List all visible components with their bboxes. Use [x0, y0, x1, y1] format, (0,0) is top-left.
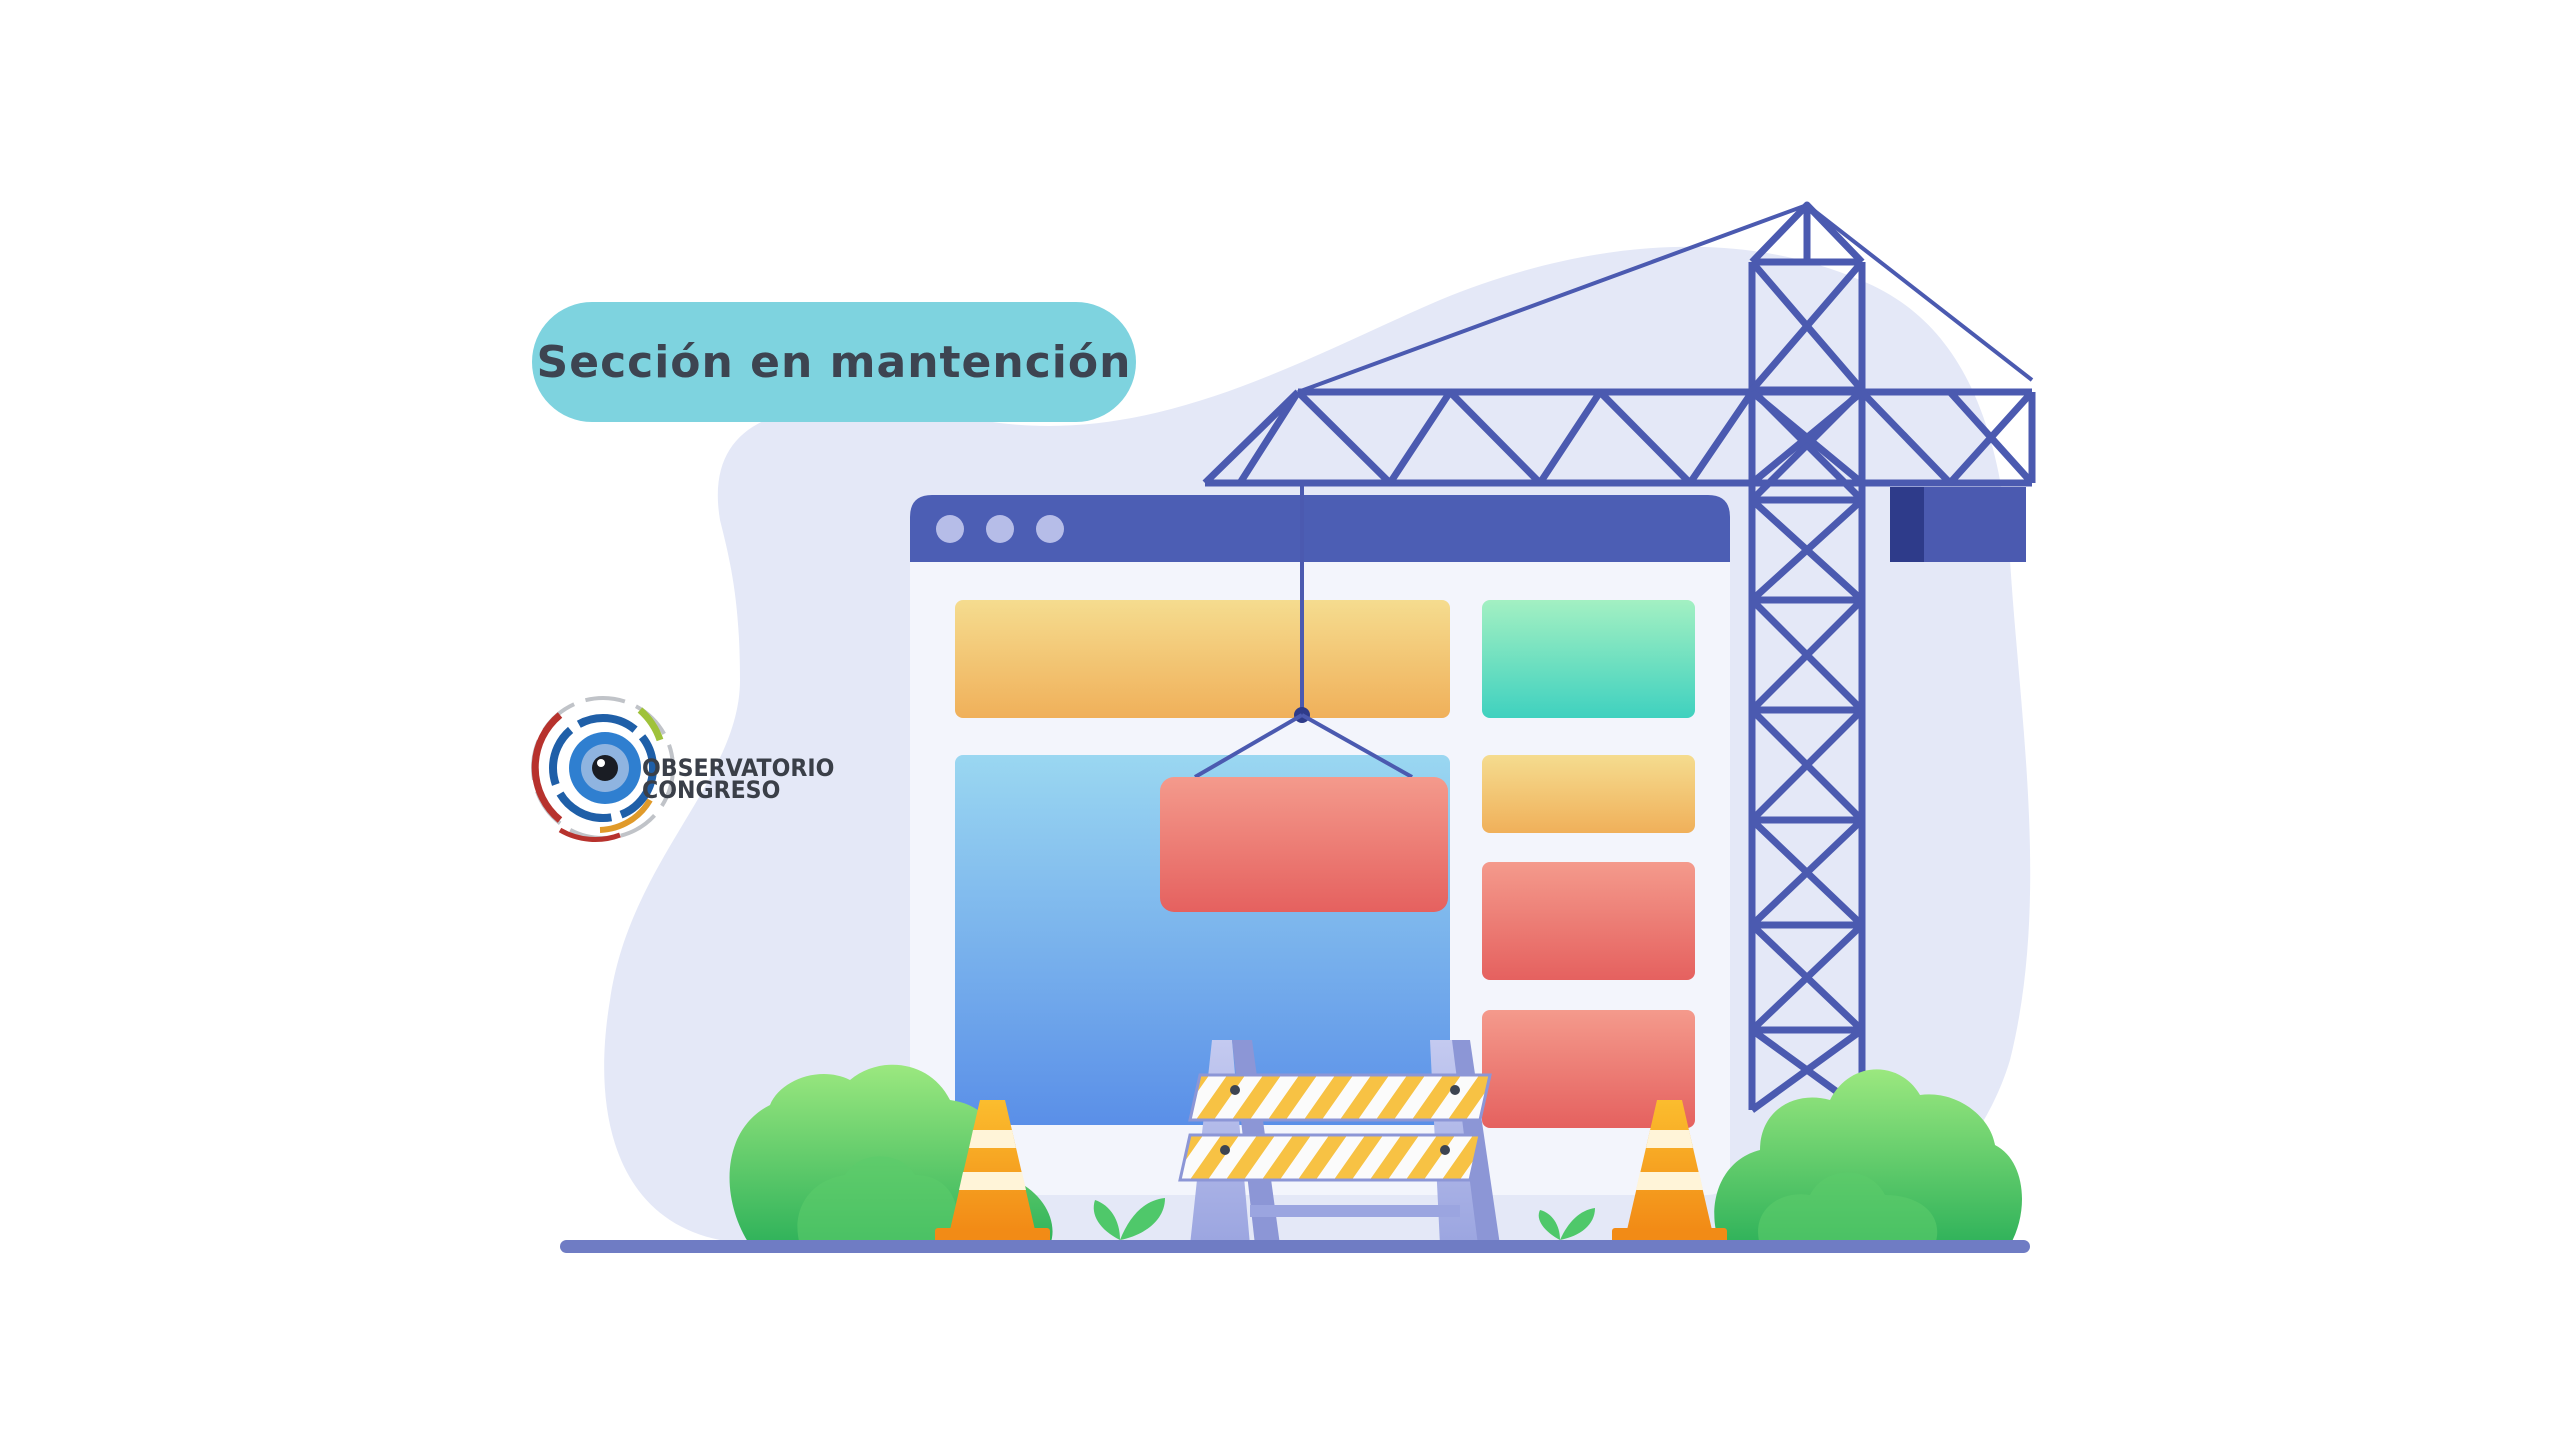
observatorio-logo-icon — [531, 696, 675, 842]
bush-right — [1714, 1069, 2022, 1245]
logo-line-1: OBSERVATORIO — [642, 754, 835, 782]
window-dot-icon — [986, 515, 1014, 543]
traffic-cone-icon — [935, 1100, 1050, 1245]
window-dot-icon — [936, 515, 964, 543]
placeholder-block — [1482, 600, 1695, 718]
maintenance-badge: Sección en mantención — [532, 302, 1136, 422]
crane — [1202, 201, 2036, 1113]
barricade-icon — [1178, 1040, 1500, 1245]
placeholder-block — [1482, 1010, 1695, 1128]
placeholder-block — [1482, 862, 1695, 980]
placeholder-block — [955, 600, 1450, 718]
logo-wordmark: OBSERVATORIO CONGRESO — [642, 754, 835, 804]
sprout-icon — [1093, 1198, 1595, 1240]
maintenance-label: Sección en mantención — [536, 336, 1132, 388]
ground-line — [560, 1240, 2030, 1253]
logo-line-2: CONGRESO — [642, 776, 781, 804]
window-dot-icon — [1036, 515, 1064, 543]
placeholder-block — [1482, 755, 1695, 833]
hanging-block — [1160, 777, 1448, 912]
